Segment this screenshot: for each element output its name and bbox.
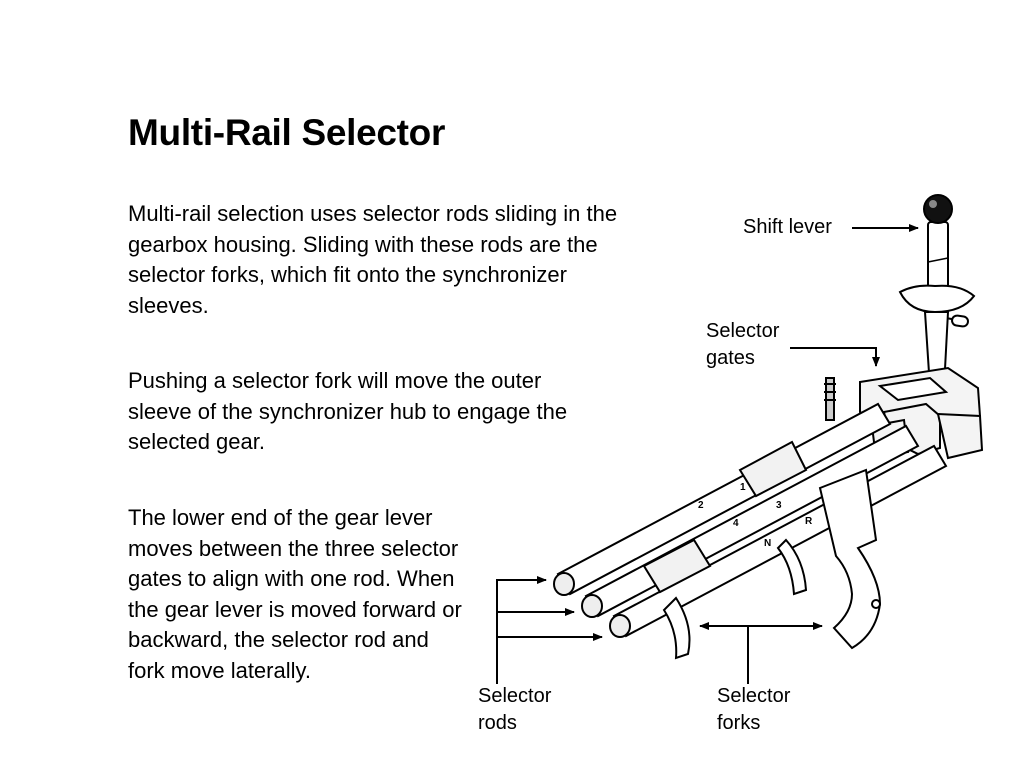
label-line: gates bbox=[706, 347, 755, 369]
paragraph-selector-fork: Pushing a selector fork will move the ou… bbox=[128, 368, 568, 454]
callout-arrows bbox=[496, 224, 919, 684]
paragraph-multi-rail-selection: Multi-rail selection uses selector rods … bbox=[128, 201, 618, 318]
arrow-selector-gates bbox=[790, 347, 880, 367]
rod-marking: 3 bbox=[776, 500, 782, 511]
label-selector-rods: Selector rods bbox=[478, 683, 578, 737]
rod-marking: 4 bbox=[733, 518, 739, 529]
rod-marking: N bbox=[764, 538, 771, 549]
shift-lever bbox=[898, 194, 976, 389]
label-line: rods bbox=[478, 712, 517, 734]
paragraph-gear-lever: The lower end of the gear lever moves be… bbox=[128, 505, 462, 683]
label-line: Selector bbox=[706, 320, 780, 342]
rod-marking: 1 bbox=[740, 482, 746, 493]
rod-collar bbox=[642, 440, 808, 594]
label-shift-lever: Shift lever bbox=[743, 214, 832, 241]
slide-title: Multi-Rail Selector bbox=[128, 112, 446, 153]
label-line: Selector bbox=[478, 685, 552, 707]
label-line: forks bbox=[717, 712, 761, 734]
selector-forks bbox=[662, 468, 882, 660]
rod-marking: 2 bbox=[698, 500, 704, 511]
label-selector-forks: Selector forks bbox=[717, 683, 817, 737]
label-selector-gates: Selector gates bbox=[706, 318, 806, 372]
rod-marking: R bbox=[805, 516, 813, 527]
selector-rods bbox=[553, 402, 948, 638]
arrow-selector-rods-top bbox=[496, 576, 547, 684]
label-shift-lever-text: Shift lever bbox=[743, 216, 832, 238]
rod-markings: 2 1 4 3 R N bbox=[698, 482, 813, 549]
label-line: Selector bbox=[717, 685, 791, 707]
